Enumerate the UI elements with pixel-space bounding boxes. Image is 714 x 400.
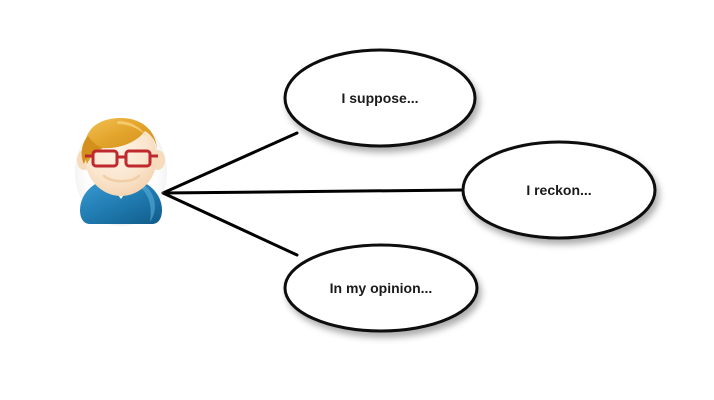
bubble-label-suppose: I suppose... [341, 90, 418, 106]
connector-line-to-suppose [161, 131, 299, 195]
glasses-icon [85, 149, 158, 168]
connector-line-to-opinion [161, 191, 299, 257]
bubble-label-reckon: I reckon... [526, 182, 591, 198]
avatar-hair-shine [117, 121, 147, 137]
speech-bubble-opinion[interactable]: In my opinion... [283, 243, 479, 333]
bubble-label-opinion: In my opinion... [330, 280, 433, 296]
bubble-ellipse-suppose [283, 48, 477, 148]
avatar-chin-shade [102, 174, 141, 183]
connector-line-to-reckon [161, 188, 465, 195]
person-avatar[interactable] [75, 118, 167, 226]
bubble-ellipse-reckon [461, 140, 657, 240]
speech-bubble-reckon[interactable]: I reckon... [461, 140, 657, 240]
bubble-ellipse-opinion [283, 243, 479, 333]
connector-lines [161, 131, 465, 257]
speech-bubble-suppose[interactable]: I suppose... [283, 48, 477, 148]
shirt-highlight [141, 186, 155, 222]
